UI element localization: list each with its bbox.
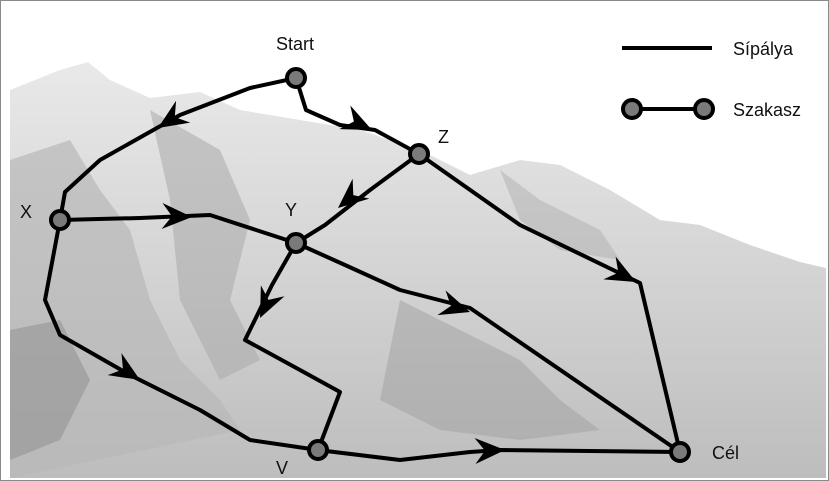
legend-slope-label: Sípálya <box>733 39 794 59</box>
arrow-icon <box>339 105 372 130</box>
legend-segment-node-left <box>621 98 643 120</box>
arrow-icon <box>603 256 636 282</box>
node-start <box>285 67 307 89</box>
route-z-y <box>294 152 421 245</box>
route-v-cel <box>317 448 681 462</box>
node-cel <box>669 441 691 463</box>
node-y <box>285 232 307 254</box>
arrow-icon <box>260 285 285 318</box>
route-z-cel <box>417 152 682 453</box>
arrow-icon <box>158 100 191 128</box>
arrow-icon <box>161 202 192 229</box>
label-y: Y <box>285 200 297 220</box>
node-v <box>307 439 329 461</box>
direction-arrows <box>107 100 636 465</box>
arrow-icon <box>107 353 140 380</box>
legend-segment-label: Szakasz <box>733 100 801 120</box>
arrow-icon <box>338 178 370 208</box>
legend-segment-node-right <box>693 98 715 120</box>
route-y-v <box>243 242 342 451</box>
route-start-x <box>58 76 297 221</box>
arrow-icon <box>474 438 505 465</box>
arrow-icon <box>437 290 470 316</box>
node-z <box>408 143 430 165</box>
route-lines <box>43 76 682 462</box>
label-start: Start <box>276 34 314 54</box>
label-z: Z <box>438 127 449 147</box>
route-y-cel <box>295 241 682 454</box>
legend: Sípálya Szakasz <box>621 39 801 120</box>
label-x: X <box>20 202 32 222</box>
route-nodes <box>49 67 691 463</box>
label-v: V <box>276 458 288 478</box>
route-start-z <box>294 77 420 156</box>
label-cel: Cél <box>712 443 739 463</box>
node-x <box>49 209 71 231</box>
